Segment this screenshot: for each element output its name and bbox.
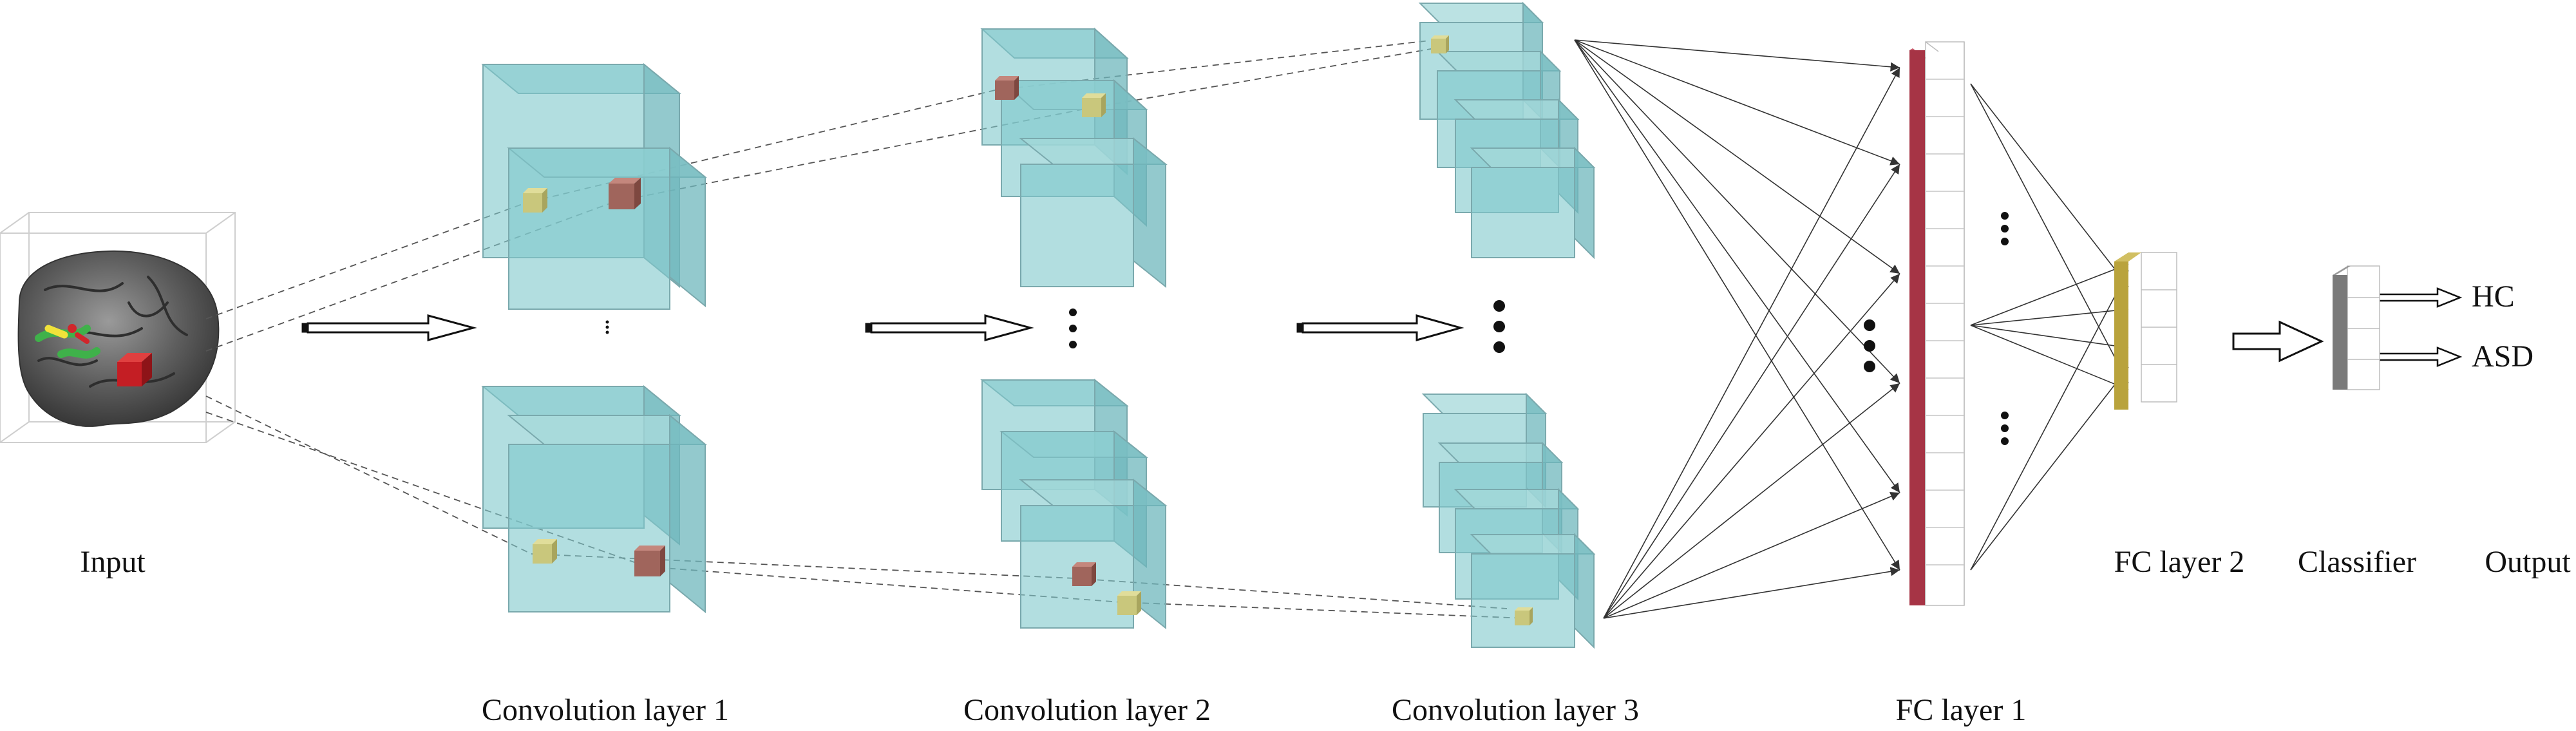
conv-layer-2 <box>980 27 1168 630</box>
kernel-cube-yellow <box>1515 607 1533 625</box>
feature-map <box>1019 478 1168 630</box>
feature-map <box>507 146 707 310</box>
ellipsis-icon <box>1069 309 1077 348</box>
brain-image <box>17 250 220 427</box>
classifier-column <box>2347 265 2380 390</box>
kernel-cube-red <box>1072 562 1096 586</box>
ellipsis-icon <box>1493 300 1505 353</box>
ellipsis-icon <box>2001 212 2009 245</box>
kernel-cube-yellow <box>523 188 547 213</box>
conv-layer-3 <box>1418 1 1596 649</box>
caption-output: Output <box>2485 545 2571 579</box>
conv-layer-1 <box>481 62 707 614</box>
feature-map <box>1019 137 1168 289</box>
kernel-cube-yellow <box>1431 35 1449 53</box>
feature-map <box>1470 533 1596 649</box>
fc-layer-1 <box>1909 41 1965 606</box>
kernel-cube-red <box>609 178 641 209</box>
ellipsis-icon <box>2001 412 2009 445</box>
kernel-cube-yellow <box>1117 591 1141 615</box>
fc-layer-2 <box>2114 252 2177 410</box>
caption-input: Input <box>80 545 146 579</box>
ellipsis-icon <box>1864 319 1875 372</box>
kernel-cube-red <box>634 546 665 576</box>
arrow-icon <box>1296 314 1464 341</box>
fc2-connection-arrows <box>1970 83 2129 571</box>
kernel-cube-yellow <box>1082 93 1106 117</box>
fc2-neuron-column <box>2141 252 2177 403</box>
caption-fc2: FC layer 2 <box>2114 545 2245 579</box>
output-label-hc: HC <box>2472 280 2515 314</box>
arrow-icon <box>301 314 477 341</box>
fc2-neuron-bar <box>2114 252 2141 410</box>
fc1-connection-arrows <box>1574 39 1900 619</box>
classifier-bar <box>2333 266 2351 390</box>
feature-map <box>1470 146 1596 260</box>
caption-conv2: Convolution layer 2 <box>963 693 1211 727</box>
flow-arrows <box>301 287 2463 367</box>
caption-conv3: Convolution layer 3 <box>1392 693 1639 727</box>
caption-fc1: FC layer 1 <box>1896 693 2027 727</box>
input-group <box>0 212 236 443</box>
output-label-asd: ASD <box>2472 339 2533 374</box>
fc1-neuron-column <box>1925 41 1965 606</box>
brain-region-cube <box>117 353 152 386</box>
caption-conv1: Convolution layer 1 <box>482 693 729 727</box>
fc1-cell-dividers <box>1926 79 1964 565</box>
fc1-neuron-bar <box>1909 48 1926 605</box>
kernel-cube-red <box>995 76 1019 100</box>
kernel-cube-yellow <box>533 539 557 564</box>
ellipsis-icon <box>605 320 609 334</box>
caption-classifier: Classifier <box>2298 545 2416 579</box>
classifier <box>2333 265 2380 390</box>
arrow-icon <box>2232 320 2324 363</box>
feature-map <box>507 413 707 614</box>
arrow-icon <box>865 314 1034 341</box>
